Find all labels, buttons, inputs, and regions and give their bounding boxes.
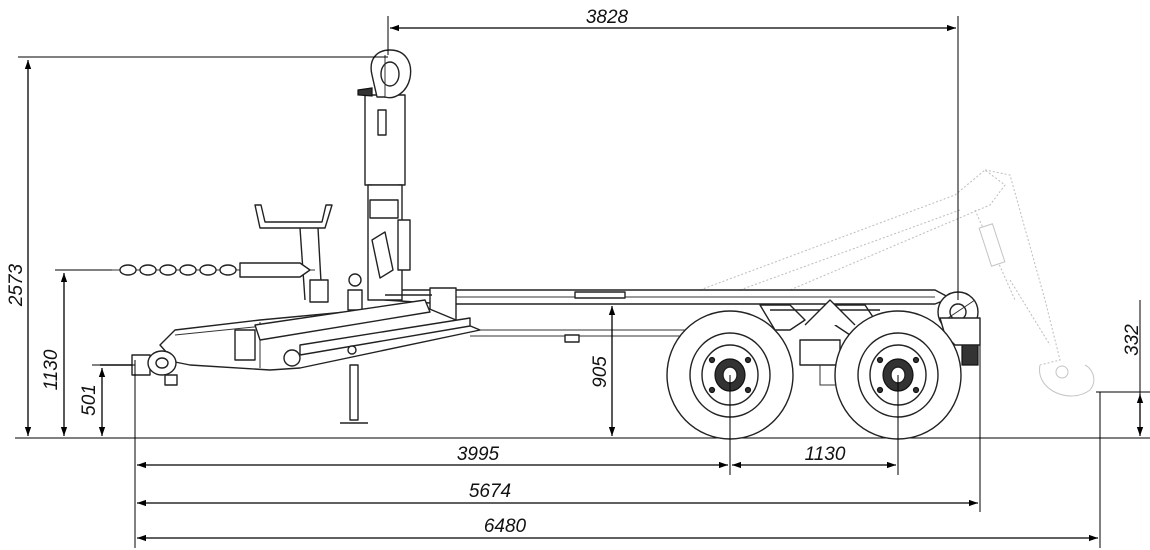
- dim-5674: 5674: [137, 481, 978, 507]
- dim-905: 905: [590, 306, 616, 436]
- dim-3995: 3995: [137, 444, 728, 469]
- dim-3828-label: 3828: [586, 7, 629, 28]
- safety-chain: [110, 262, 315, 278]
- dim-1130-axle-label: 1130: [805, 444, 846, 465]
- dim-905-label: 905: [590, 356, 611, 388]
- trailer-body: [100, 49, 981, 440]
- raised-hook-arm-ghost: [699, 169, 1095, 397]
- drawbar: [100, 299, 481, 424]
- dim-2573: 2573: [6, 56, 388, 436]
- dim-332: 332: [1096, 300, 1150, 436]
- dim-501: 501: [79, 364, 135, 436]
- dim-1130-axle: 1130: [732, 444, 896, 469]
- dim-6480: 6480: [137, 516, 1098, 542]
- dim-3995-label: 3995: [457, 444, 500, 465]
- suspension: [759, 299, 979, 386]
- dim-3828: 3828: [387, 7, 959, 300]
- dim-2573-label: 2573: [6, 263, 27, 307]
- dim-5674-label: 5674: [469, 481, 511, 502]
- hook-arm-column: [357, 49, 457, 331]
- dim-501-label: 501: [79, 384, 100, 416]
- dim-1130-height: 1130: [41, 269, 112, 436]
- dim-6480-label: 6480: [484, 516, 527, 537]
- dim-332-label: 332: [1122, 324, 1143, 356]
- ladder-platform: [254, 204, 363, 311]
- dim-1130-height-label: 1130: [41, 349, 62, 390]
